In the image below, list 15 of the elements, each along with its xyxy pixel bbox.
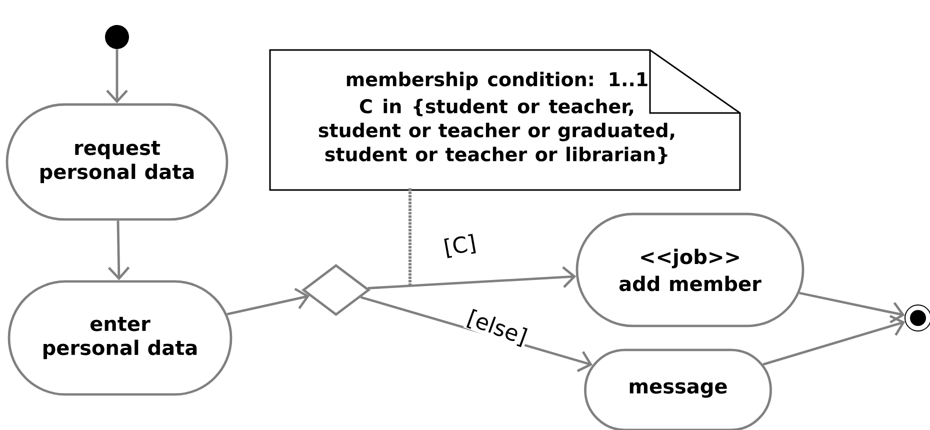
activity-box: request personal data xyxy=(6,103,228,221)
activity-box: enter personal data xyxy=(8,280,232,396)
arrow xyxy=(106,49,128,104)
note-box: membership condition: 1..1 C in {student or teacher, student or teacher or graduated, student or teacher or librarian} xyxy=(269,49,741,191)
arrow xyxy=(762,314,906,366)
arrow xyxy=(108,220,130,280)
end-bullseye xyxy=(904,304,930,332)
arrow xyxy=(226,288,310,316)
start-dot xyxy=(105,25,129,49)
arrow xyxy=(799,292,905,324)
leader-line xyxy=(408,188,412,286)
activity-box: <<job>> add member xyxy=(576,212,804,328)
edge-label: [C] xyxy=(441,232,479,260)
activity-box: message xyxy=(584,348,772,430)
arrow xyxy=(368,266,576,290)
